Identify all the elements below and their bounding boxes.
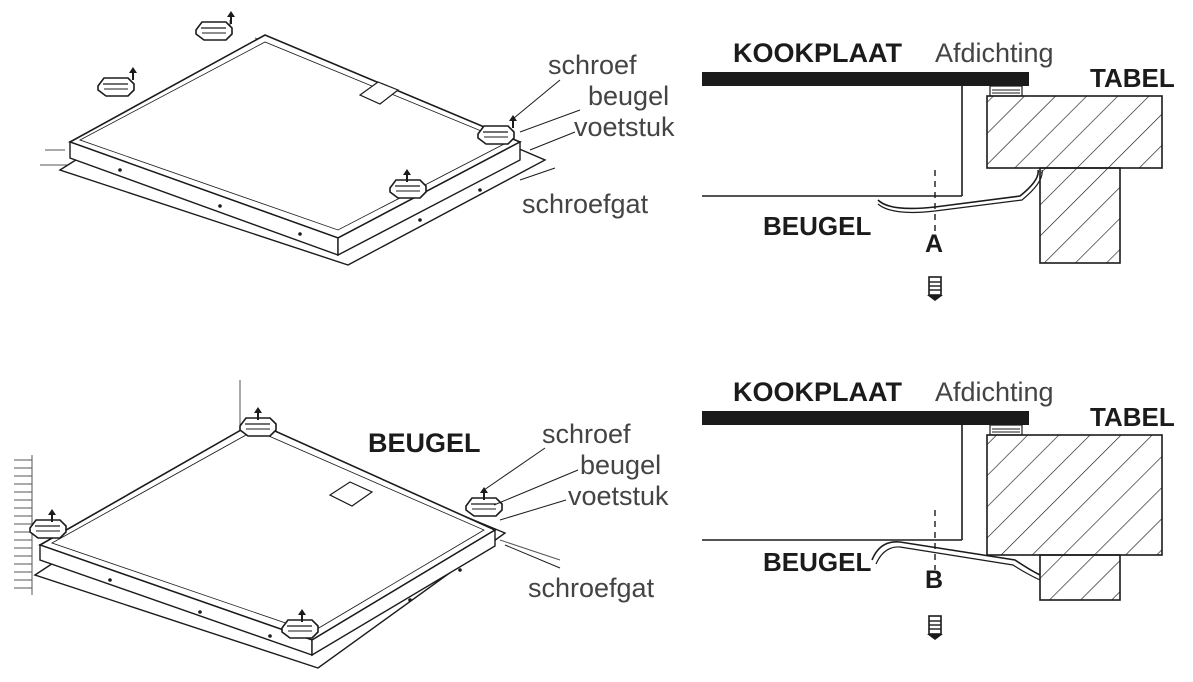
seal-strip [989,85,1023,97]
hob-plate [702,72,1029,86]
label-table-top: TABEL [1090,63,1175,93]
label-bracket-top: beugel [588,81,669,111]
bracket-icon [477,114,518,145]
top-cross-section [702,72,1163,302]
table-top [986,95,1163,169]
label-seal-top: Afdichting [935,38,1054,68]
top-hob-perspective [40,10,581,266]
label-hob-top: KOOKPLAAT [733,38,902,68]
marker-b: B [925,566,943,594]
label-screwhole-bottom: schroefgat [528,573,655,603]
label-bracket-section-top: BEUGEL [763,211,871,241]
marker-a: A [925,230,943,258]
hob-plate [702,411,1029,425]
bracket-clip [877,169,1039,210]
screw-icon [926,276,944,302]
label-seal-bottom: Afdichting [935,377,1054,407]
label-hob-bottom: KOOKPLAAT [733,377,902,407]
table-support [1039,167,1121,264]
bracket-icon [465,486,503,517]
label-screw-top: schroef [548,50,637,80]
bracket-clip [871,541,1041,576]
screw-icon [926,615,944,641]
label-base-bottom: voetstuk [568,481,669,511]
label-bracket-section-bottom: BEUGEL [763,547,871,577]
label-bracket-title-bottom: BEUGEL [368,428,481,458]
bracket-icon [239,406,277,437]
label-table-bottom: TABEL [1090,402,1175,432]
label-base-top: voetstuk [574,112,675,142]
bracket-icon [97,66,138,97]
table-support [1039,554,1121,601]
label-screwhole-top: schroefgat [522,189,649,219]
label-screw-bottom: schroef [542,419,631,449]
bracket-icon [29,508,67,539]
bracket-icon [195,10,236,41]
bottom-hob-perspective [14,380,579,669]
table-top [986,434,1163,556]
bottom-cross-section [702,411,1163,641]
seal-strip [989,424,1023,436]
label-bracket-bottom: beugel [580,450,661,480]
